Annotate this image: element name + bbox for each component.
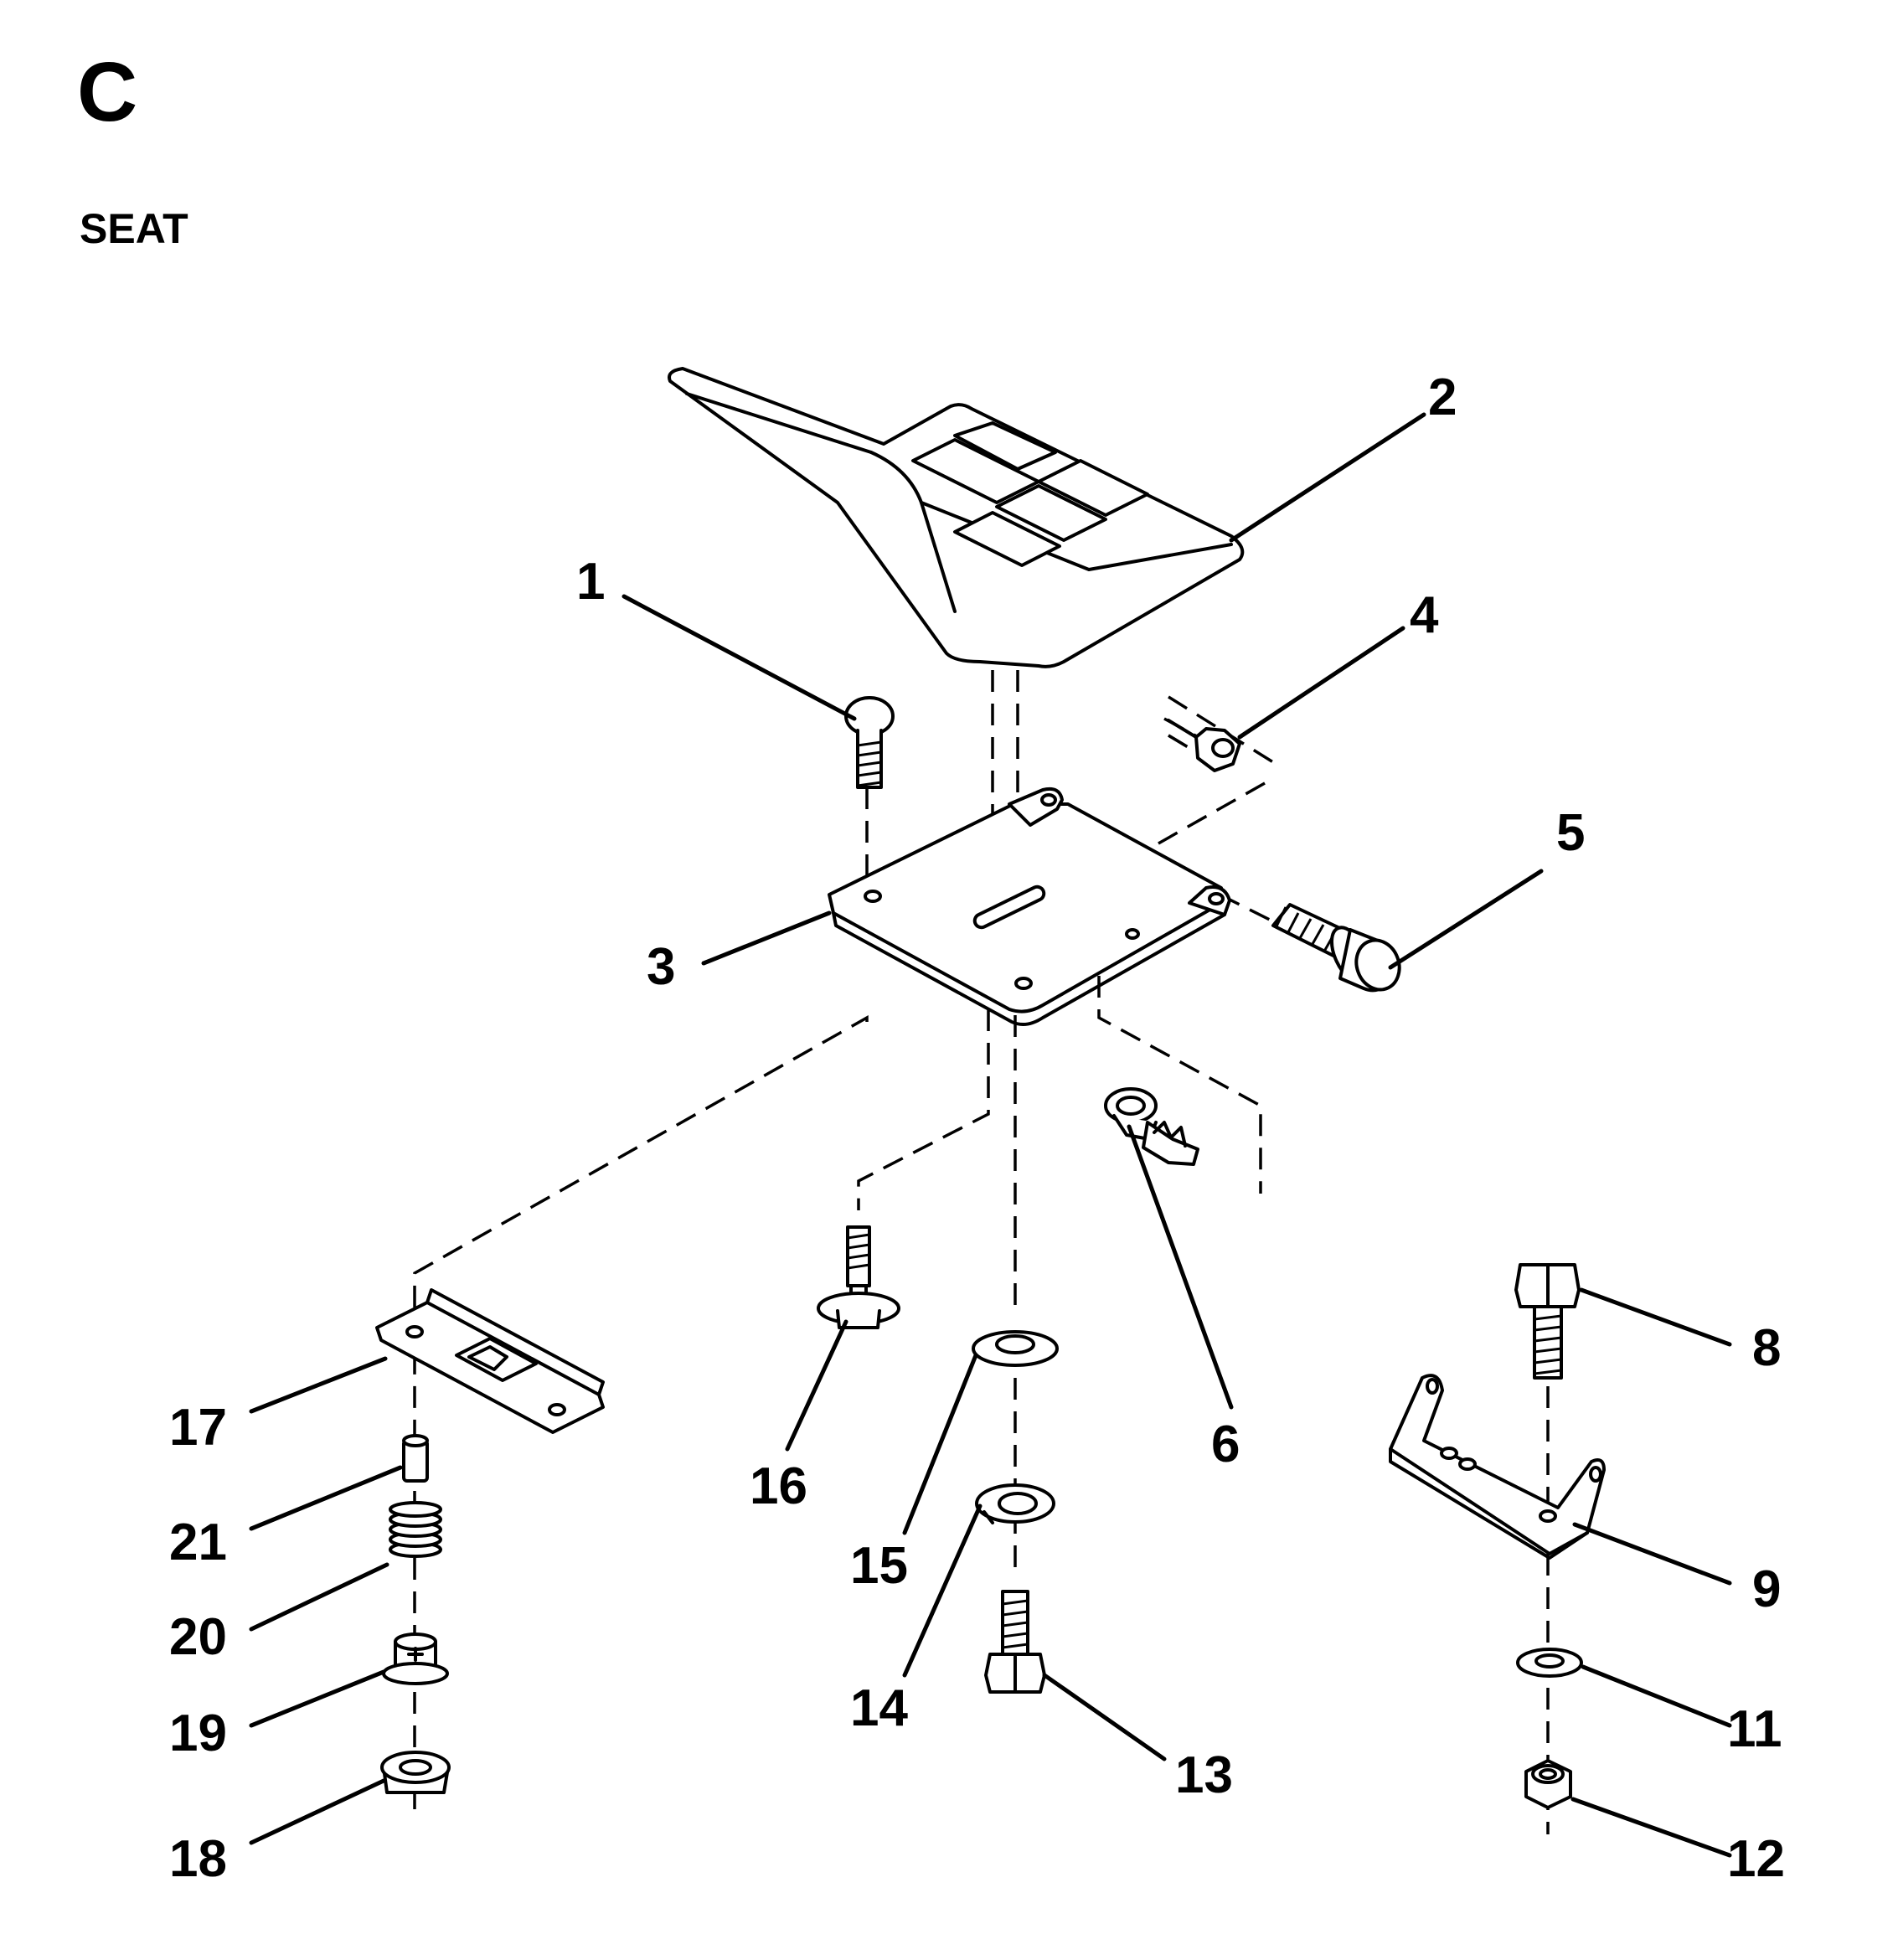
seat-part <box>668 367 1245 668</box>
hex-bolt-part <box>1271 903 1401 993</box>
carriage-bolt-part <box>844 696 895 789</box>
callout-14: 14 <box>850 1679 908 1737</box>
callout-13: 13 <box>1175 1746 1233 1804</box>
slide-rail-part <box>375 1288 605 1434</box>
callout-5: 5 <box>1556 804 1585 862</box>
lock-nut-part <box>1524 1759 1572 1809</box>
assembly-lines <box>413 670 1550 1834</box>
callout-labels: 1 2 3 4 5 6 8 9 11 12 13 14 15 16 17 21 … <box>169 369 1785 1888</box>
callout-4: 4 <box>1410 586 1439 644</box>
hex-bolt-13-part <box>984 1590 1046 1694</box>
callout-17: 17 <box>169 1399 227 1457</box>
spring-part <box>389 1501 442 1558</box>
callout-6: 6 <box>1211 1416 1240 1473</box>
knob-part <box>382 1632 449 1685</box>
shoulder-bolt-part <box>817 1225 900 1329</box>
pin-part <box>402 1434 429 1483</box>
flange-nut-part <box>380 1751 451 1794</box>
callout-1: 1 <box>576 553 605 611</box>
callout-9: 9 <box>1752 1560 1781 1618</box>
seat-plate-part <box>828 787 1231 1027</box>
callout-15: 15 <box>850 1537 908 1595</box>
callout-21: 21 <box>169 1514 227 1571</box>
flat-washer-part <box>972 1330 1059 1367</box>
leader-lines <box>249 412 1732 1858</box>
section-letter: C <box>77 45 138 139</box>
hex-bolt-8-part <box>1514 1263 1581 1380</box>
mounting-bracket-part <box>1389 1374 1606 1560</box>
callout-12: 12 <box>1727 1830 1785 1888</box>
callout-19: 19 <box>169 1705 227 1762</box>
nut-part <box>1167 719 1241 772</box>
section-title: SEAT <box>80 205 188 252</box>
washer-11-part <box>1516 1648 1583 1678</box>
callout-8: 8 <box>1752 1319 1781 1377</box>
callout-11: 11 <box>1727 1700 1782 1758</box>
lock-washer-part <box>975 1483 1055 1524</box>
callout-18: 18 <box>169 1830 227 1888</box>
callout-3: 3 <box>647 938 675 996</box>
callout-20: 20 <box>169 1608 227 1666</box>
callout-16: 16 <box>750 1457 807 1515</box>
seat-switch-clip-part <box>1104 1087 1199 1166</box>
callout-2: 2 <box>1428 369 1457 426</box>
